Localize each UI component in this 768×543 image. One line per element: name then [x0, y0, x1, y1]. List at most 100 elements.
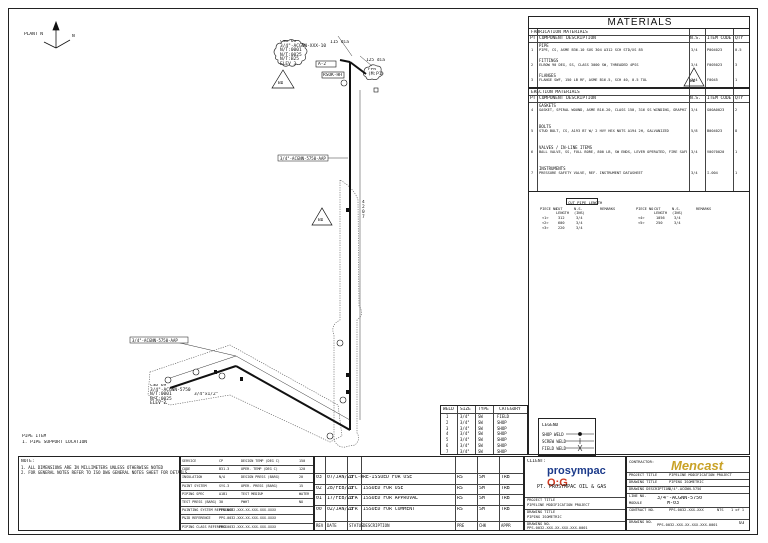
- weld-cell: FIELD: [497, 414, 510, 419]
- weld-cell: 3/4": [460, 425, 470, 431]
- design-cell: PIPING CLASS REFERENCE: [182, 524, 227, 529]
- cut-header: N.S. (INS): [574, 207, 585, 215]
- weld-cell: 3/4": [460, 419, 470, 425]
- weld-cell: SHOP: [497, 425, 507, 431]
- cut-cell: <2>: [542, 221, 549, 225]
- notes-box: NOTE: 1. ALL DIMENSIONS ARE IN MILLIMETE…: [18, 456, 187, 531]
- material-cell: 0.5: [735, 48, 742, 52]
- material-cell: 3: [735, 63, 738, 67]
- material-cell: 6: [531, 150, 534, 154]
- valve-tag-2: RSOK-HH: [323, 73, 342, 78]
- design-cell: DESIGN PRESS (BARG): [241, 475, 280, 480]
- design-cell: PWHT: [241, 500, 250, 504]
- revision-cell: SM: [479, 506, 485, 512]
- revision-header: STATUS: [349, 523, 364, 528]
- material-group: INSTRUMENTS: [539, 166, 566, 171]
- rev-label: BD: [318, 218, 324, 223]
- design-cell: N/A: [219, 475, 226, 480]
- valve-symbol: [315, 60, 337, 68]
- material-cell: F005023: [707, 63, 723, 67]
- design-cell: SERVICE: [182, 459, 197, 463]
- revision-cell: 02/JAN/23: [327, 506, 353, 512]
- revision-cell: TRB: [501, 506, 510, 512]
- revision-cell: RS: [457, 485, 463, 491]
- row-divider: [181, 522, 313, 524]
- revision-cell: 00: [316, 506, 322, 512]
- material-group: PIPE: [539, 43, 549, 48]
- contractor-block: CONTRACTOR: Mencast PROJECT TITLE PIPELI…: [626, 456, 750, 531]
- materials-title: MATERIALS: [607, 17, 673, 28]
- design-cell: OPER. TEMP (DEG C): [241, 467, 278, 472]
- weld-cell: 3/4": [460, 448, 470, 454]
- weld-cell: 2: [446, 419, 449, 425]
- row-divider: [181, 473, 313, 475]
- weld-cell: SW: [478, 431, 483, 437]
- cut-header: N.S. (INS): [672, 207, 683, 215]
- material-cell: 2: [531, 63, 534, 67]
- client-logo: prosympac O:G: [547, 465, 606, 489]
- row-divider: [181, 514, 313, 516]
- material-cell: B004023: [707, 129, 723, 133]
- material-cell: V0070020: [707, 150, 725, 154]
- row-divider: [181, 489, 313, 491]
- design-cell: PAINTING SYSTEM REFERENCE: [182, 508, 234, 513]
- design-cell: A1B1: [219, 491, 228, 496]
- revision-header: DATE: [327, 523, 337, 528]
- material-cell: F0045: [707, 78, 718, 82]
- revision-cell: SM: [479, 475, 485, 480]
- weld-cell: SHOP: [497, 419, 507, 425]
- design-cell: WATER: [299, 491, 310, 496]
- weld-cell: 3/4": [460, 437, 470, 443]
- row-divider: [181, 465, 313, 467]
- line-tag-2: 3/4"-ACGNN-5750-AAP: [132, 338, 178, 343]
- material-cell: 5/8: [691, 129, 698, 133]
- weld-cell: 5: [446, 437, 449, 443]
- cut-header: PIECE NO: [540, 207, 558, 211]
- design-cell: OPER. PRESS (BARG): [241, 483, 278, 488]
- material-cell: BALL VALVE, SS, FULL BORE, 800 LB, SW EN…: [539, 150, 687, 154]
- material-cell: 1: [735, 171, 738, 175]
- cut-cell: <5>: [638, 221, 645, 225]
- material-group: VALVES / IN-LINE ITEMS: [539, 145, 592, 150]
- row-divider: [181, 506, 313, 508]
- material-cell: G00A0023: [707, 108, 725, 112]
- erection-materials-table: ERECTION MATERIALS PT COMPONENT DESCRIPT…: [528, 88, 750, 192]
- col-divider: [455, 457, 456, 530]
- client-company: PT. PROSYMPAC OIL & GAS: [537, 484, 607, 490]
- cut-cell: 3/4: [576, 221, 583, 225]
- material-cell: 3/4: [691, 78, 698, 82]
- material-cell: I-004: [707, 171, 718, 175]
- material-group: BOLTS: [539, 124, 552, 129]
- revision-cell: 03: [316, 475, 322, 480]
- material-cell: 3/4: [691, 150, 698, 154]
- fab-materials-table: FABRICATION MATERIALS PT COMPONENT DESCR…: [528, 28, 750, 88]
- col-divider: [477, 457, 478, 530]
- weld-cell: 3/4": [460, 414, 470, 419]
- revision-cell: IFA: [349, 496, 358, 501]
- cut-cell: 3/4: [674, 216, 681, 220]
- dim-right: 125 dia: [366, 58, 385, 63]
- item-balloons: [164, 79, 348, 440]
- rev-label: BD: [278, 81, 284, 86]
- material-cell: 4: [531, 108, 534, 112]
- materials-panel: [528, 16, 750, 455]
- material-cell: 3: [531, 78, 534, 82]
- material-cell: P004023: [707, 48, 723, 52]
- material-cell: 1: [531, 48, 534, 52]
- revision-header: APPR: [501, 523, 511, 528]
- revision-cell: RS: [457, 496, 463, 501]
- cut-header: CUT LENGTH: [654, 207, 667, 215]
- weld-cell: 3: [446, 425, 449, 431]
- revision-cell: 28/FEB/23: [327, 485, 353, 491]
- material-cell: PRESSURE SAFETY VALVE, REF. INSTRUMENT D…: [539, 171, 643, 175]
- revision-header: REV: [316, 523, 324, 528]
- design-cell: CODE: [182, 467, 191, 472]
- col-divider: [499, 457, 500, 530]
- revision-cell: SM: [479, 496, 485, 501]
- weld-cell: 6: [446, 443, 449, 448]
- legend-box: LEGEND SHOP WELD SCREW WELD FIELD WELD: [538, 418, 596, 456]
